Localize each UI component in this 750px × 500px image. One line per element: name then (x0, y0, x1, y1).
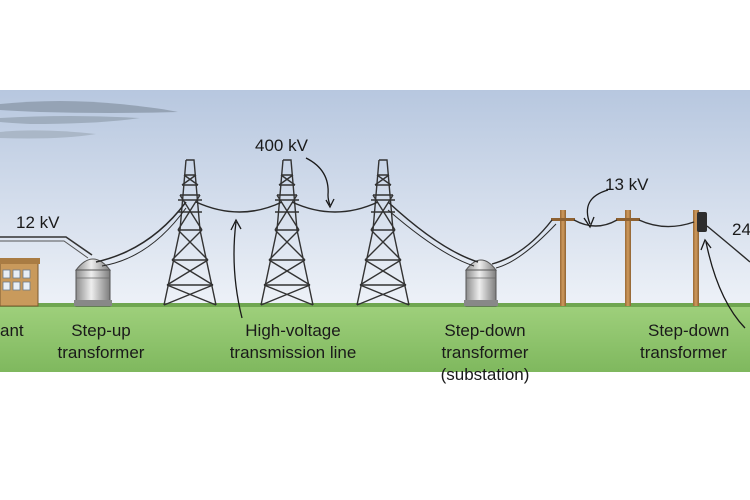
substation-label: Step-down transformer (substation) (440, 321, 530, 384)
callout-arrows (230, 157, 746, 329)
plant-output-line (0, 236, 93, 256)
ground (0, 305, 750, 372)
hv-line-label: High-voltage transmission line (229, 321, 357, 362)
pole-transformer-label: Step-down transformer (640, 321, 730, 362)
transmission-tower (260, 159, 314, 306)
distribution-voltage-label: 13 kV (605, 175, 649, 194)
plant-voltage-label: 12 kV (16, 213, 60, 232)
distribution-wires (491, 219, 750, 269)
home-voltage-label: 24 (732, 220, 750, 239)
transmission-tower (163, 159, 217, 306)
clouds (0, 101, 178, 139)
utility-pole (551, 210, 575, 306)
power-plant-building (0, 258, 40, 307)
transmission-voltage-label: 400 kV (255, 136, 308, 155)
step-up-transformer (74, 258, 112, 307)
step-up-transformer-label: Step-up transformer (57, 321, 145, 362)
power-plant-label: ant (0, 321, 24, 340)
substation-transformer (464, 259, 498, 307)
high-voltage-wires (95, 201, 479, 267)
utility-pole (693, 210, 707, 306)
utility-pole (616, 210, 640, 306)
transmission-tower (356, 159, 410, 306)
horizon-line (0, 303, 750, 307)
